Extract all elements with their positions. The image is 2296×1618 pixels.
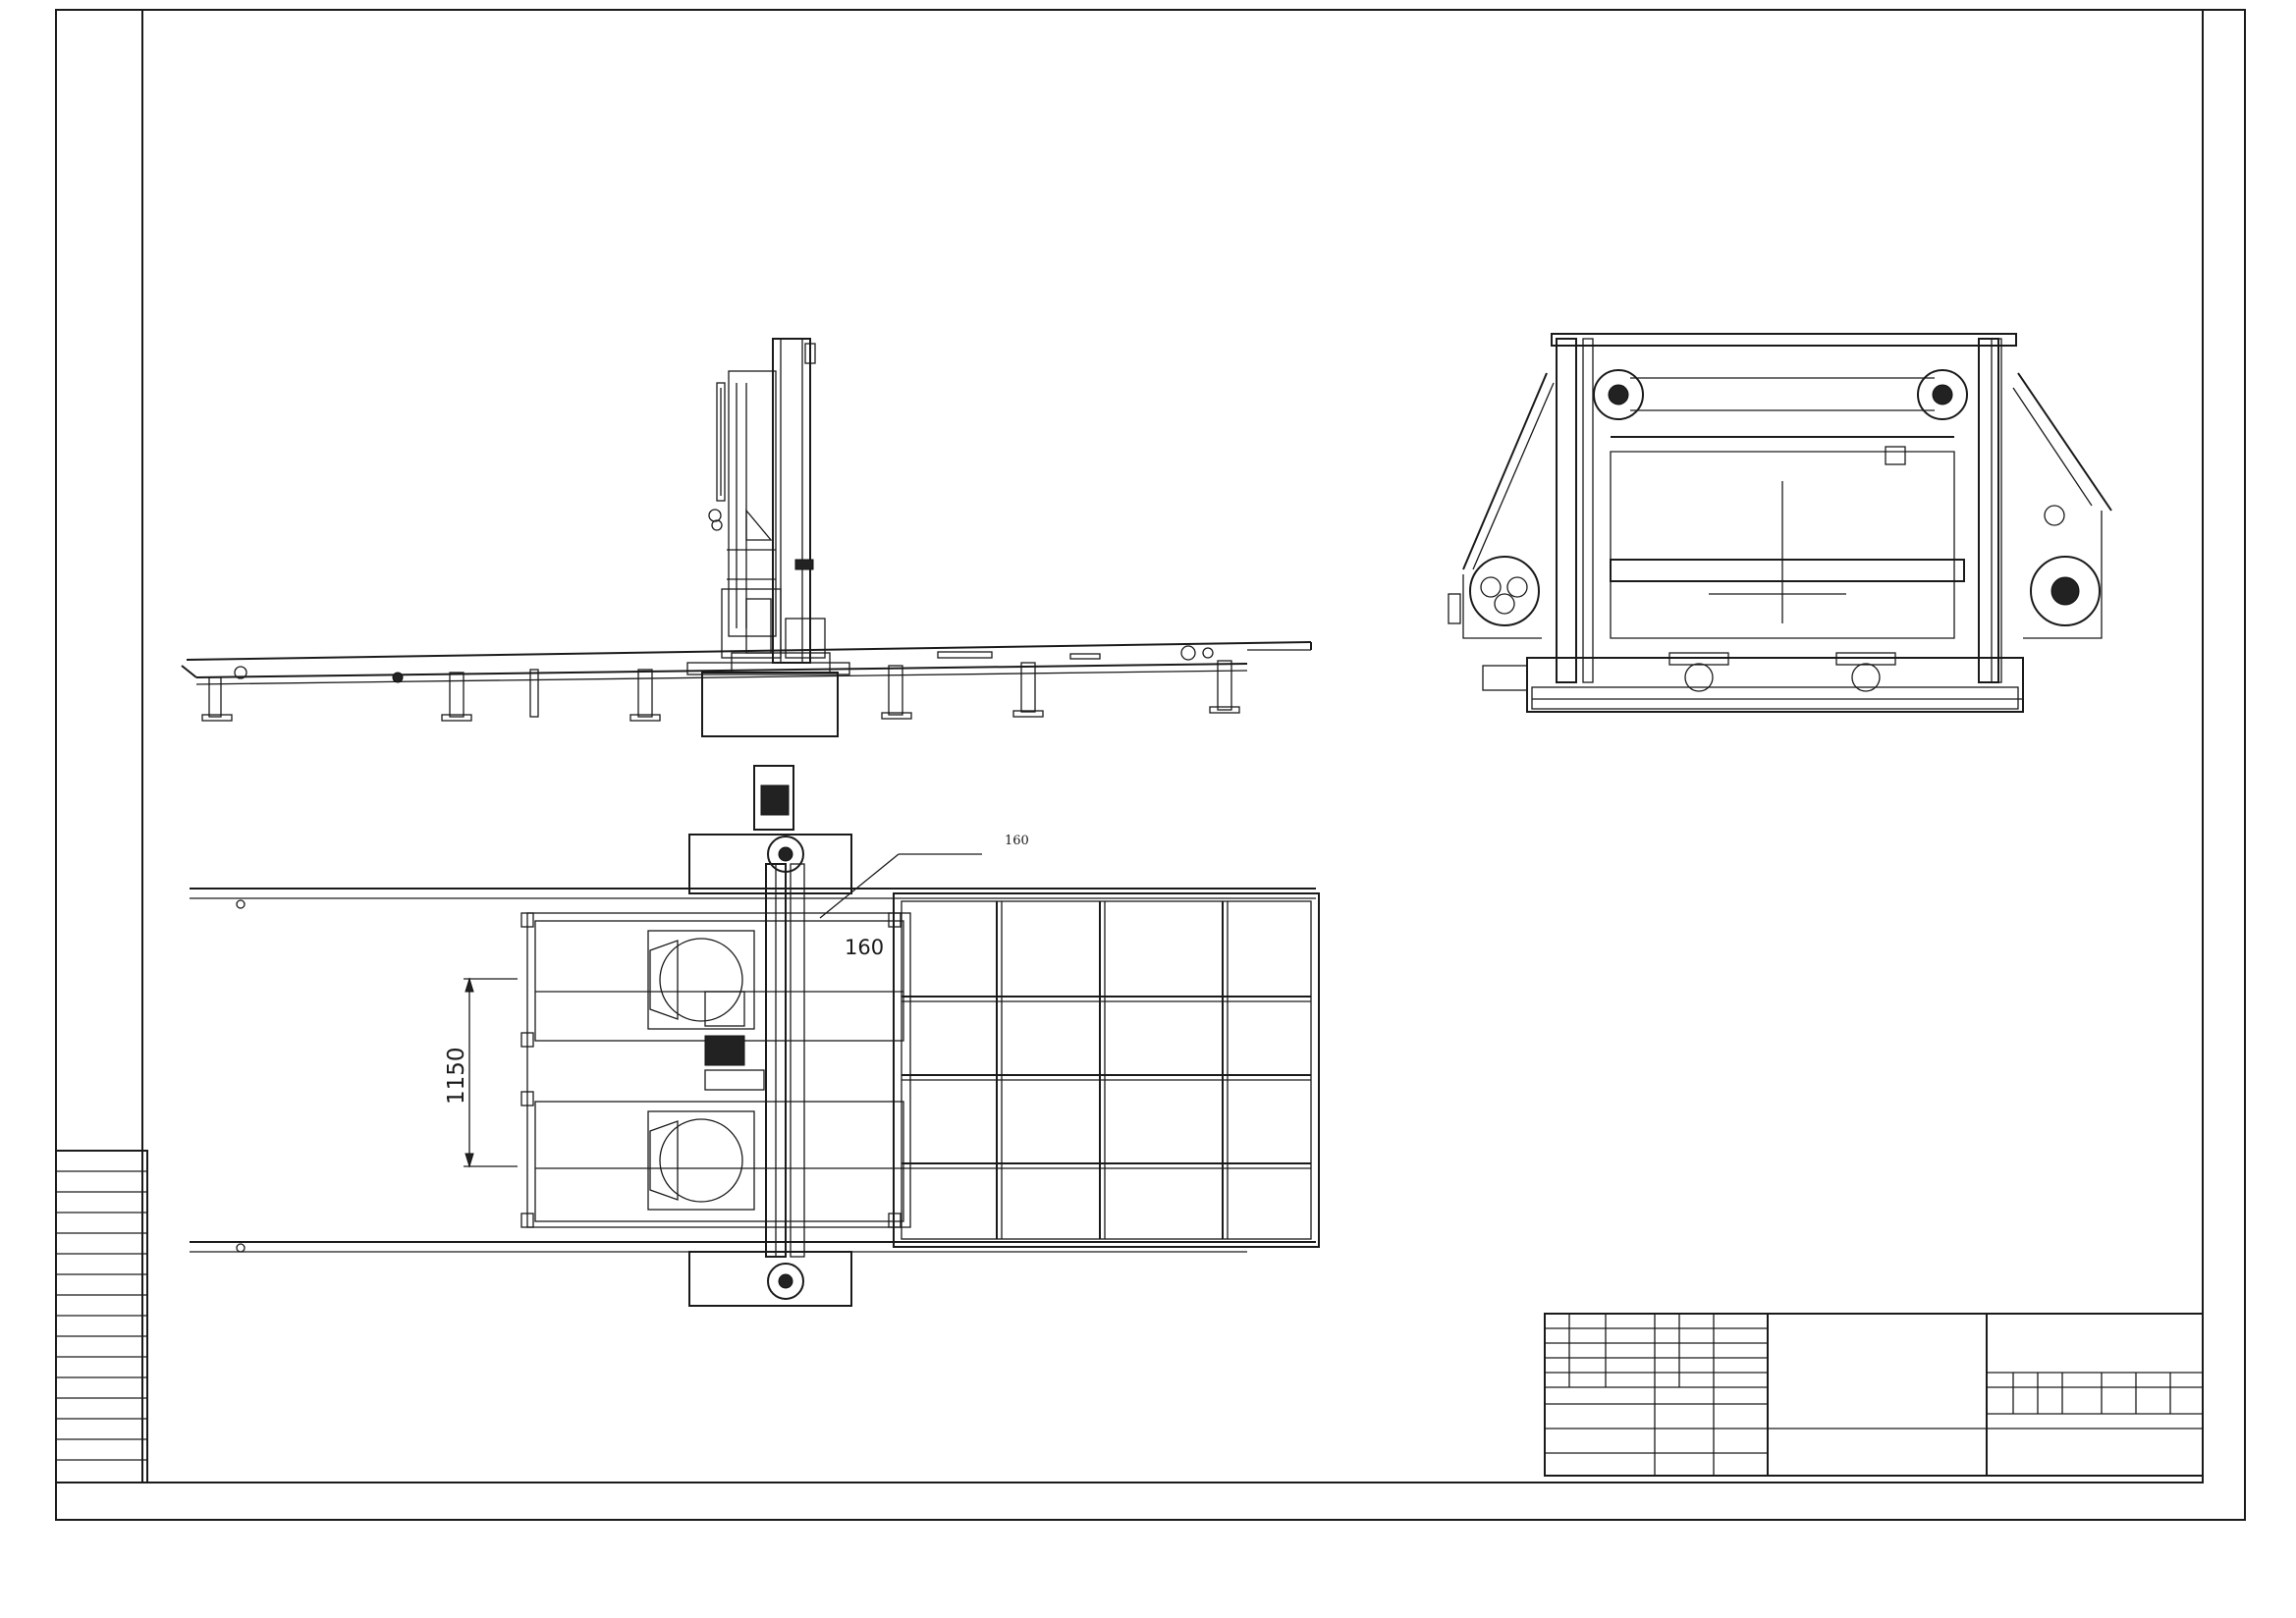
callout-leader	[819, 853, 900, 919]
spacing-dimension-lines	[464, 977, 518, 1168]
callout-label-160: 160	[1005, 834, 1029, 848]
front-end-view	[1448, 333, 2112, 713]
sheet-border	[55, 9, 2246, 1521]
turntables	[647, 930, 755, 1211]
table-grid	[902, 901, 1311, 1239]
side-revision-table	[55, 1150, 148, 1483]
width-dimension-160: 160	[845, 936, 884, 959]
table-legs	[201, 660, 1240, 722]
spacing-dimension-1150: 1150	[444, 1047, 469, 1105]
top-plan-view: 160 160 1150	[190, 765, 1320, 1307]
side-elevation-view	[181, 338, 1312, 737]
title-block	[1544, 1313, 2204, 1477]
cutting-column	[708, 338, 831, 674]
